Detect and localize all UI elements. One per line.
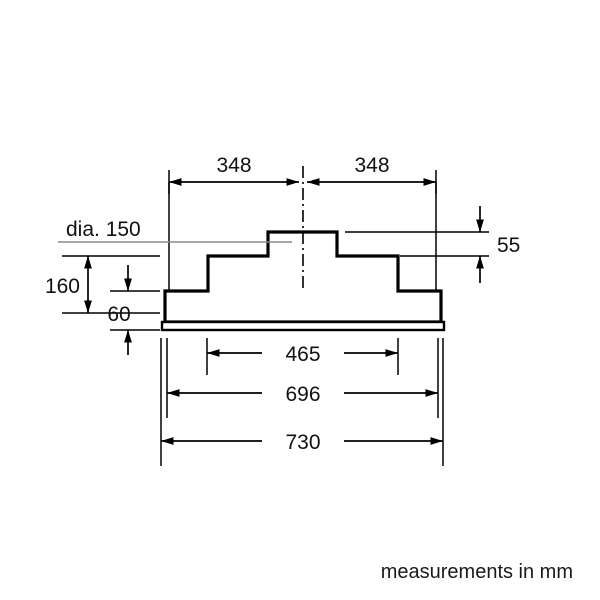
dimension-label-730: 730 xyxy=(285,431,320,454)
dimension-label-160: 160 xyxy=(45,275,80,298)
vertical-extension-lines xyxy=(168,182,437,290)
dimension-label-348-right: 348 xyxy=(354,154,389,177)
dimension-348-group: 348 348 xyxy=(168,154,437,194)
dimension-label-60: 60 xyxy=(107,303,130,326)
dimension-696-group: 696 xyxy=(166,338,439,418)
dimension-55-group: 55 xyxy=(345,206,520,283)
dimension-label-55: 55 xyxy=(497,234,520,257)
hood-bottom-flange xyxy=(160,320,446,332)
dimension-60-group: 60 xyxy=(107,265,160,355)
dimension-label-696: 696 xyxy=(285,383,320,406)
dimension-730-group: 730 xyxy=(160,338,444,466)
units-caption: measurements in mm xyxy=(381,561,573,583)
dimension-160-group: 160 xyxy=(45,255,160,314)
dimension-label-348-left: 348 xyxy=(216,154,251,177)
dimension-465-group: 465 xyxy=(206,338,399,375)
dimension-dia150-group: dia. 150 xyxy=(58,218,292,243)
dimension-label-465: 465 xyxy=(285,343,320,366)
dimension-label-dia150: dia. 150 xyxy=(66,218,141,241)
